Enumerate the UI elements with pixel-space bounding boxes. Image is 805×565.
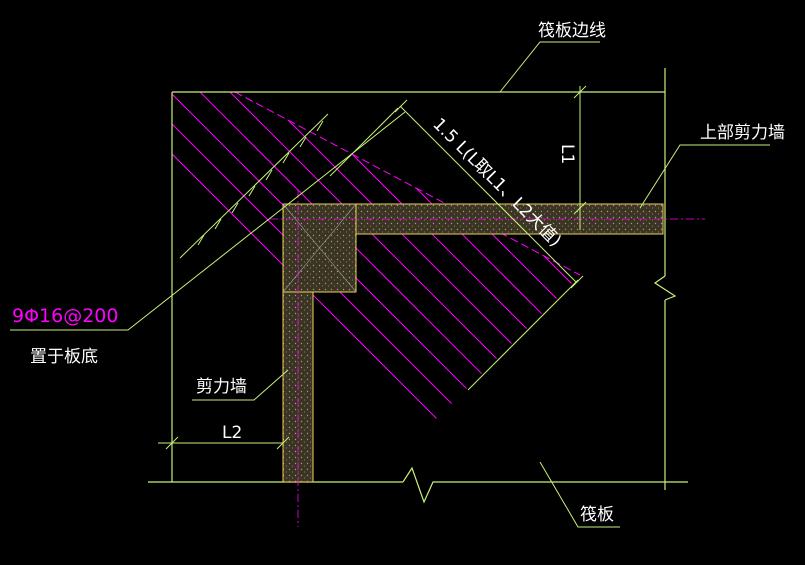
rebar-label: 9Φ16@200 — [12, 305, 119, 327]
rebar-leader — [10, 111, 406, 331]
raft-outline — [148, 68, 688, 504]
raft-edge-label: 筏板边线 — [538, 21, 606, 41]
raft-leader — [539, 461, 620, 528]
shear-wall-label: 剪力墙 — [196, 377, 247, 397]
upper-shear-wall-label: 上部剪力墙 — [700, 123, 785, 143]
l2-dimension — [158, 436, 290, 450]
raft-edge-leader — [499, 41, 600, 93]
l2-label: L2 — [222, 423, 242, 443]
upper-shear-wall-leader — [639, 144, 770, 209]
shear-wall-leader — [192, 369, 289, 401]
hatch-boundary-dash — [234, 91, 581, 276]
rebar-note-label: 置于板底 — [30, 347, 98, 367]
l1-dimension — [573, 85, 587, 230]
rebar-line — [179, 113, 329, 259]
raft-label: 筏板 — [580, 505, 614, 525]
shear-walls — [270, 190, 705, 527]
l1-label: L1 — [557, 144, 577, 164]
anchorage-dimension — [329, 99, 584, 391]
